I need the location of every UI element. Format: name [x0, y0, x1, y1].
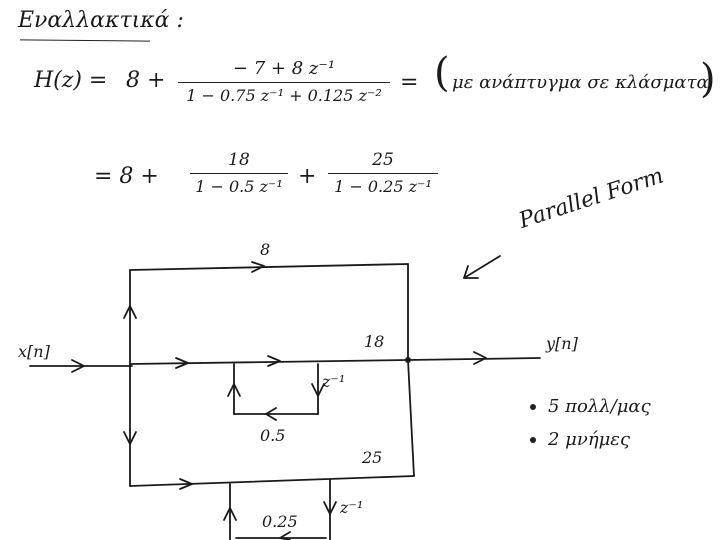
middle-branch — [129, 355, 409, 421]
summary-bullets: 5 πολλ/μας 2 μνήμες — [530, 396, 651, 462]
distribution-line — [123, 269, 137, 487]
bottom-gain-label: 25 — [362, 448, 383, 467]
top-branch — [129, 261, 409, 361]
bullet-dot — [530, 437, 536, 443]
input-line — [29, 359, 133, 373]
mid-gain-label: 18 — [364, 332, 385, 351]
output-line — [405, 351, 541, 365]
eq1-open-paren: ( — [434, 50, 450, 96]
eq2-frac2-denominator: 1 − 0.25 z⁻¹ — [334, 177, 432, 196]
eq1-paren-note: με ανάπτυγμα σε κλάσματα — [452, 72, 709, 93]
eq1-const: 8 + — [126, 68, 166, 93]
bullet-multipliers: 5 πολλ/μας — [530, 396, 651, 417]
bullet-text: 2 μνήμες — [548, 429, 631, 450]
eq2-fraction-1: 18 1 − 0.5 z⁻¹ — [190, 150, 288, 196]
output-label: y[n] — [546, 334, 578, 353]
eq1-lhs: H(z) = — [34, 68, 108, 93]
eq2-frac1-numerator: 18 — [228, 150, 250, 170]
eq1-close-paren: ) — [700, 56, 716, 102]
bullet-text: 5 πολλ/μας — [548, 396, 651, 417]
eq2-frac1-bar — [190, 173, 288, 174]
eq1-fraction-bar — [178, 82, 390, 83]
bottom-feedback-label: 0.25 — [262, 512, 298, 531]
eq1-fraction: − 7 + 8 z⁻¹ 1 − 0.75 z⁻¹ + 0.125 z⁻² — [178, 58, 390, 105]
mid-delay-label: z⁻¹ — [322, 372, 346, 391]
bullet-dot — [530, 404, 536, 410]
bullet-memories: 2 μνήμες — [530, 429, 651, 450]
eq2-frac2-bar — [328, 173, 438, 174]
eq2-lead: = 8 + — [94, 164, 159, 189]
top-gain-label: 8 — [260, 240, 271, 259]
eq2-fraction-2: 25 1 − 0.25 z⁻¹ — [328, 150, 438, 196]
eq2-frac1-denominator: 1 − 0.5 z⁻¹ — [195, 177, 283, 196]
eq1-numerator: − 7 + 8 z⁻¹ — [232, 58, 336, 79]
eq2-frac2-numerator: 25 — [372, 150, 394, 170]
eq1-equals: = — [400, 70, 419, 95]
bottom-branch — [129, 359, 415, 540]
bottom-delay-label: z⁻¹ — [340, 498, 364, 517]
input-label: x[n] — [18, 342, 50, 361]
heading: Εναλλακτικά : — [18, 8, 184, 33]
mid-feedback-label: 0.5 — [260, 426, 286, 445]
annotation-arrow — [463, 255, 501, 279]
eq2-plus: + — [298, 164, 317, 189]
eq1-denominator: 1 − 0.75 z⁻¹ + 0.125 z⁻² — [186, 86, 382, 105]
